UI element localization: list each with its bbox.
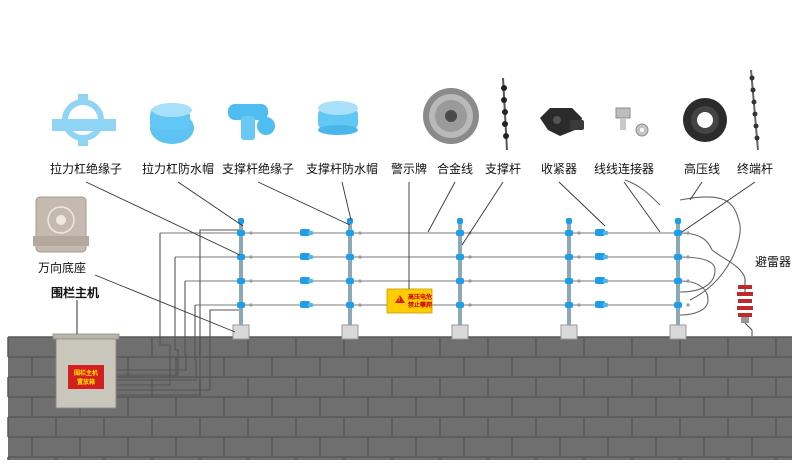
label-wire-connector: 线线连接器 [594, 161, 654, 176]
host-box-label-2: 置放箱 [77, 378, 95, 386]
mid-insulator [595, 229, 608, 236]
mid-insulator [595, 253, 608, 260]
waterproof-cap-icon-2 [318, 101, 358, 135]
support-pole-icon [501, 77, 509, 151]
mid-insulator [595, 301, 608, 308]
universal-base-icon [33, 196, 89, 253]
fence-host-box: 围栏主机 置放箱 [52, 300, 120, 409]
waterproof-cap-icon [150, 103, 194, 144]
leader-lines [85, 181, 756, 289]
host-box-label-1: 围栏主机 [74, 369, 98, 377]
fence-pole [669, 218, 690, 340]
tension-pole-insulator-icon [52, 94, 116, 146]
label-warning-sign: 警示牌 [391, 161, 427, 176]
label-terminal-pole: 终端杆 [737, 161, 773, 176]
label-host: 围栏主机 [51, 285, 99, 300]
label-tightener: 收紧器 [541, 162, 577, 176]
fence-pole [560, 218, 581, 340]
wire-spool-icon [423, 88, 479, 144]
end-loop-wires [624, 179, 741, 316]
mid-span-insulators [300, 229, 608, 308]
lightning-arrester-icon [711, 249, 753, 336]
label-universal-base: 万向底座 [38, 260, 86, 275]
fence-warning-sign: ! 高压电危 禁止攀爬 [386, 288, 433, 314]
host-lead-wires [115, 229, 241, 396]
label-tension-pole-cap: 拉力杠防水帽 [142, 161, 214, 176]
hv-cable-icon [683, 98, 727, 142]
mid-insulator [300, 229, 313, 236]
label-support-pole: 支撑杆 [485, 161, 521, 176]
label-alloy-wire: 合金线 [437, 161, 473, 176]
label-support-pole-insulator: 支撑杆绝缘子 [222, 161, 294, 176]
mid-insulator [300, 277, 313, 284]
universal-base-leader [94, 274, 236, 333]
fence-pole [341, 218, 362, 340]
mid-insulator [300, 253, 313, 260]
support-insulator-icon [228, 104, 275, 140]
mid-insulator [595, 277, 608, 284]
fence-poles [232, 218, 690, 340]
warning-sign-line-1: 高压电危 [408, 293, 432, 301]
label-hv-wire: 高压线 [684, 161, 720, 176]
svg-text:!: ! [398, 297, 400, 303]
fence-pole [451, 218, 472, 340]
mid-insulator [300, 301, 313, 308]
wire-connector-icon [615, 107, 649, 137]
terminal-pole-icon [749, 69, 760, 151]
warning-sign-line-2: 禁止攀爬 [407, 301, 433, 309]
fence-pole [232, 218, 253, 340]
brick-wall [7, 336, 792, 460]
component-labels: 拉力杠绝缘子 拉力杠防水帽 支撑杆绝缘子 支撑杆防水帽 警示牌 合金线 支撑杆 … [50, 161, 773, 176]
label-lightning-arrester: 避雷器 [755, 255, 791, 269]
label-tension-pole-insulator: 拉力杠绝缘子 [50, 161, 122, 176]
tightener-icon [540, 108, 584, 136]
label-support-pole-cap: 支撑杆防水帽 [306, 161, 378, 176]
